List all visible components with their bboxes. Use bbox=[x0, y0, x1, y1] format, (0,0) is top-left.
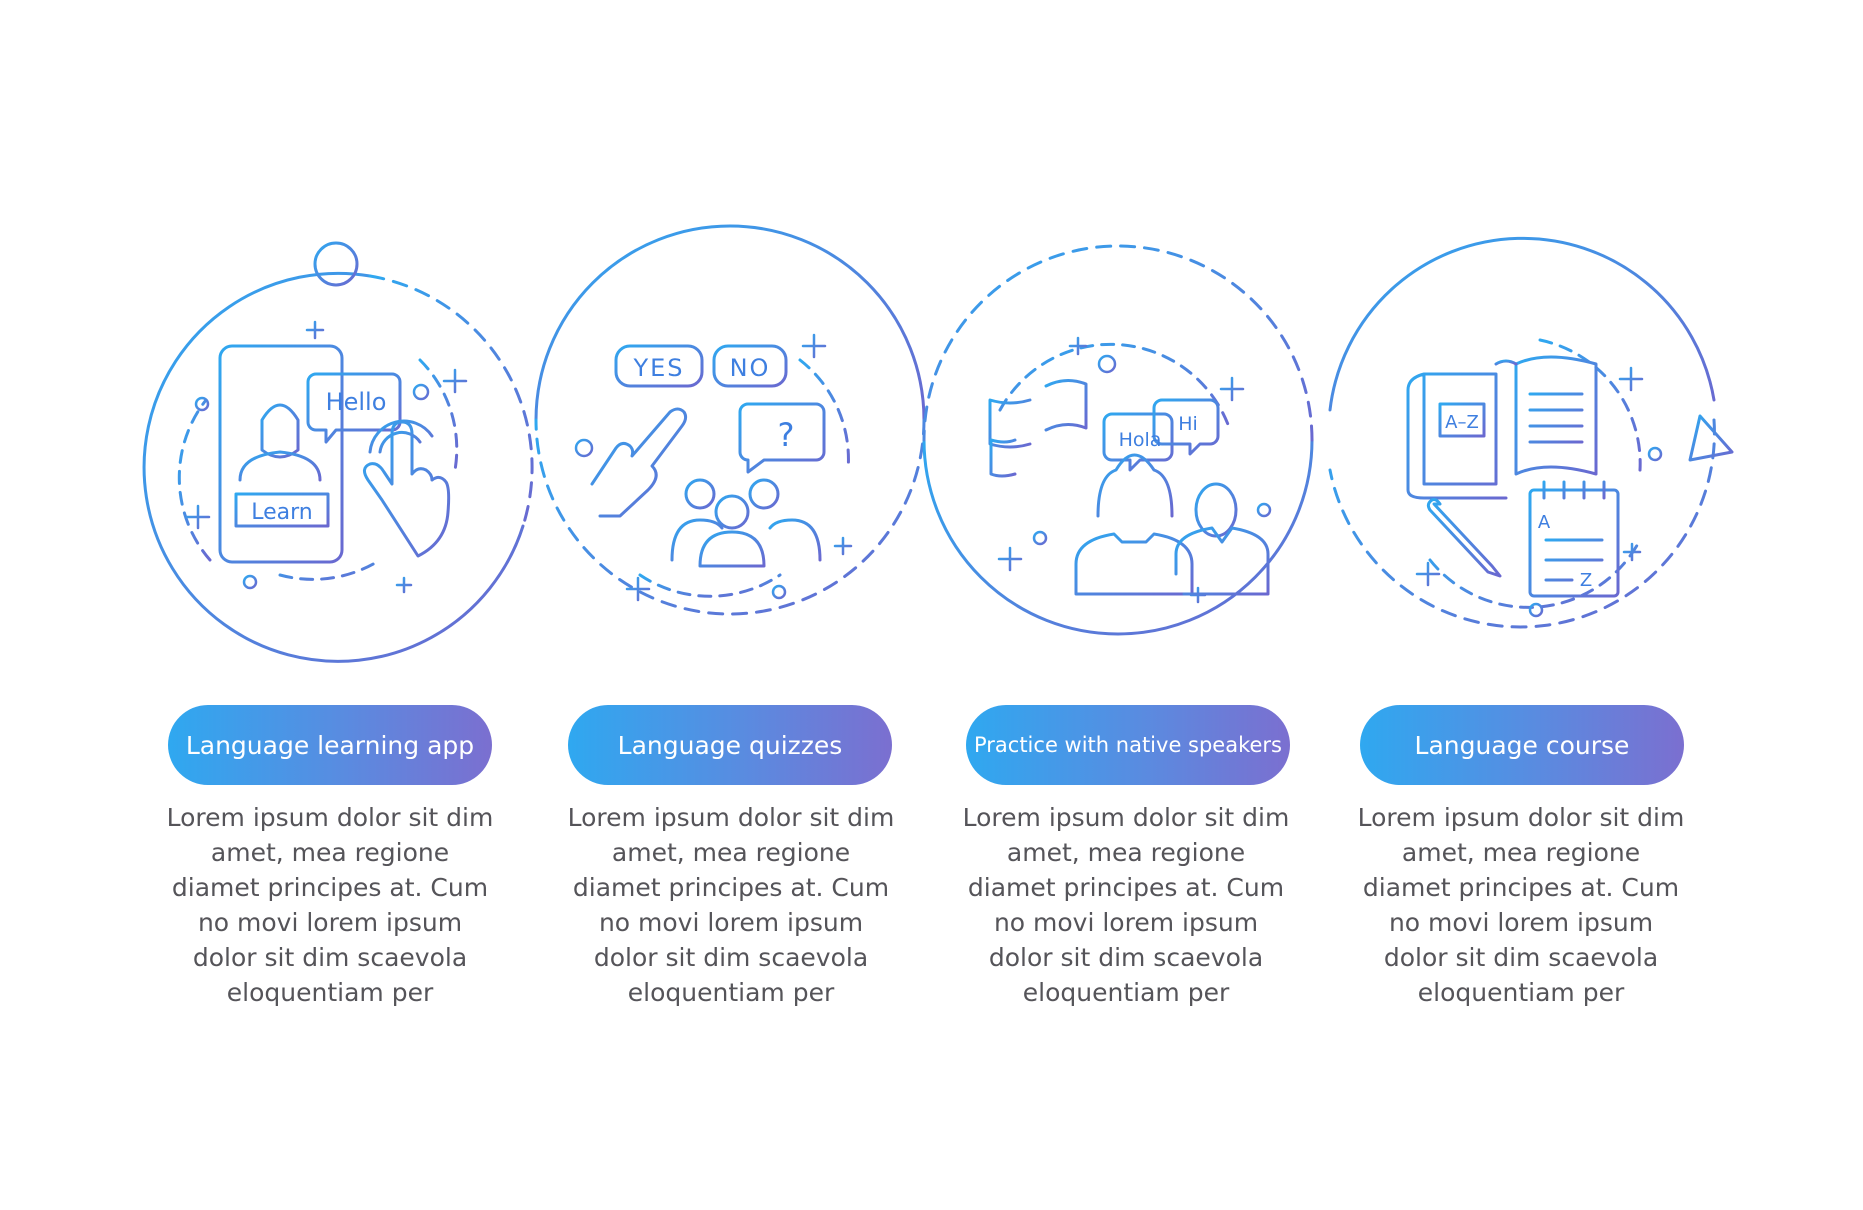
step1-title-text: Language learning app bbox=[185, 730, 475, 760]
step2-circle bbox=[534, 224, 926, 616]
step3-circle bbox=[922, 244, 1314, 636]
hi-bubble-label: Hi bbox=[1178, 413, 1198, 435]
step4-title-text: Language course bbox=[1414, 730, 1630, 760]
hola-bubble-label: Hola bbox=[1119, 429, 1162, 451]
step2-description: Lorem ipsum dolor sit dim amet, mea regi… bbox=[567, 803, 895, 1007]
step3-description: Lorem ipsum dolor sit dim amet, mea regi… bbox=[962, 803, 1290, 1007]
step2-title-text: Language quizzes bbox=[617, 730, 843, 760]
step1-title: Language learning app bbox=[168, 705, 492, 785]
yes-bubble-label: YES bbox=[632, 354, 684, 382]
step3-title-text: Practice with native speakers bbox=[973, 733, 1283, 757]
decor-plus-icons bbox=[185, 320, 1644, 604]
step1-circle bbox=[142, 241, 534, 663]
question-mark-label: ? bbox=[778, 416, 795, 454]
step4-circle bbox=[1328, 236, 1716, 629]
start-node bbox=[313, 241, 359, 287]
mobile-learning-icon bbox=[218, 344, 451, 564]
quiz-group-icon bbox=[590, 344, 826, 568]
z-note-label: Z bbox=[1580, 570, 1592, 591]
step2-title: Language quizzes bbox=[568, 705, 892, 785]
end-arrow-icon bbox=[1688, 414, 1734, 462]
native-speakers-icon bbox=[988, 379, 1270, 596]
learn-label: Learn bbox=[251, 500, 313, 525]
course-books-icon bbox=[1406, 355, 1620, 598]
a-note-label: A bbox=[1538, 512, 1551, 533]
az-book-label: A–Z bbox=[1445, 412, 1479, 433]
step3-title: Practice with native speakers bbox=[966, 705, 1290, 785]
step1-description: Lorem ipsum dolor sit dim amet, mea regi… bbox=[166, 803, 494, 1007]
step4-description: Lorem ipsum dolor sit dim amet, mea regi… bbox=[1357, 803, 1685, 1007]
decor-dot-icons bbox=[194, 354, 1663, 618]
step4-title: Language course bbox=[1360, 705, 1684, 785]
hello-bubble-label: Hello bbox=[326, 388, 387, 416]
no-bubble-label: NO bbox=[730, 354, 771, 382]
